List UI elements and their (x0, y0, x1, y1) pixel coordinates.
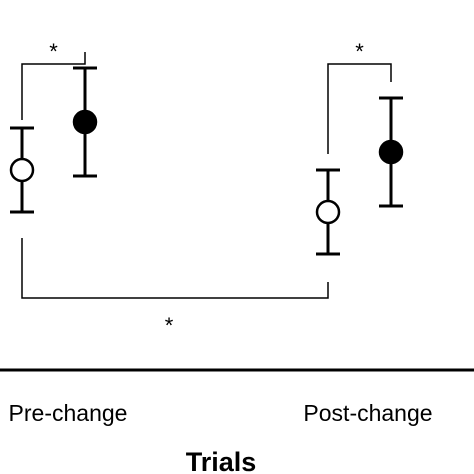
point-filled-post (378, 139, 404, 165)
bracket-post-change (327, 63, 392, 154)
significance-star-across-trials: * (165, 313, 174, 338)
x-tick-label-post-change: Post-change (303, 400, 432, 426)
x-axis-title: Trials (186, 447, 257, 474)
point-open-post (315, 199, 341, 225)
significance-star-pre-change: * (49, 39, 58, 64)
bracket-pre-change (21, 52, 86, 120)
significance-brackets: * * * (21, 39, 392, 338)
data-marks (9, 66, 404, 256)
significance-star-post-change: * (355, 39, 364, 64)
bracket-open-across-trials (21, 238, 329, 299)
point-filled-pre (72, 109, 98, 135)
point-open-pre (9, 157, 35, 183)
x-tick-label-pre-change: Pre-change (9, 400, 128, 426)
